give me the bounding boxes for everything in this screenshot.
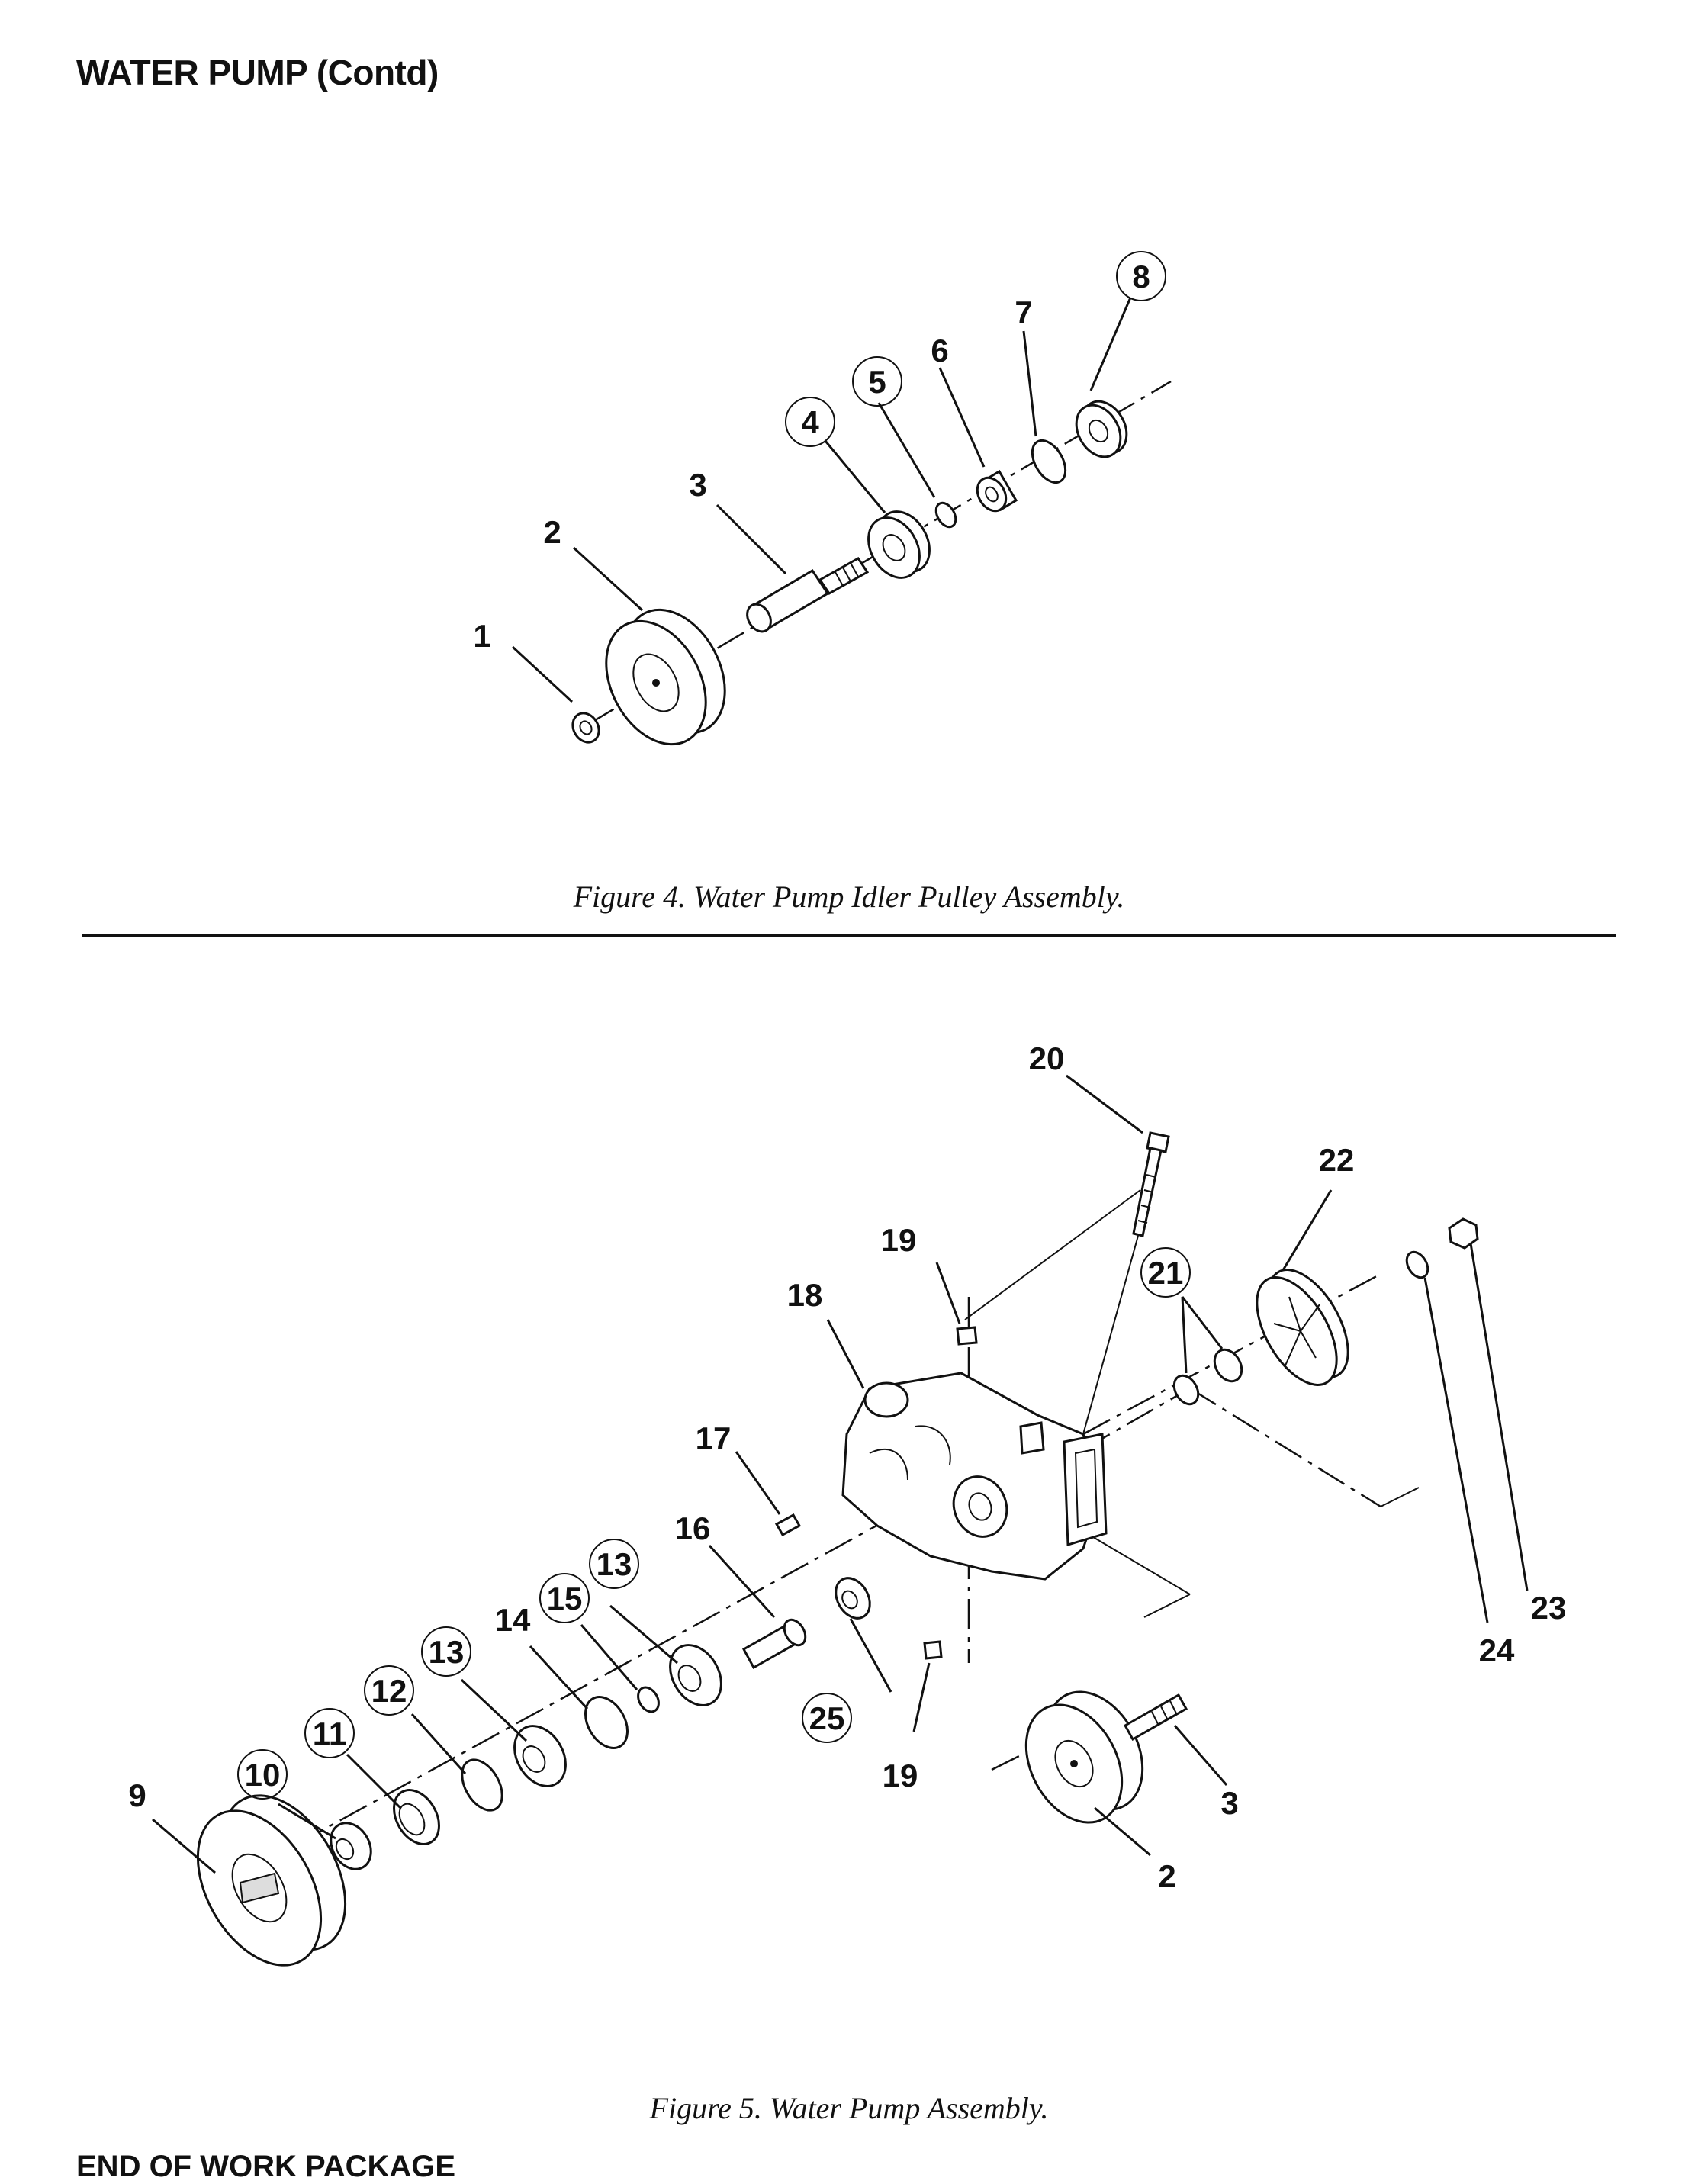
callout-6: 6 bbox=[931, 333, 948, 368]
callout-20: 20 bbox=[1029, 1041, 1065, 1076]
callout-10: 10 bbox=[245, 1757, 281, 1793]
callout-4: 4 bbox=[801, 404, 819, 440]
callout-22: 22 bbox=[1319, 1142, 1355, 1178]
part-5-washer bbox=[934, 501, 957, 529]
part-9-drive-pulley bbox=[196, 1794, 347, 1967]
page-title: WATER PUMP (Contd) bbox=[76, 53, 439, 92]
part-23-nut bbox=[1448, 1217, 1479, 1250]
part-11-seal bbox=[393, 1789, 440, 1845]
callout-12: 12 bbox=[371, 1673, 407, 1709]
part-21-washer-a bbox=[1172, 1374, 1200, 1406]
callout-5: 5 bbox=[868, 364, 886, 400]
figure-4-caption: Figure 4. Water Pump Idler Pulley Assemb… bbox=[573, 880, 1125, 914]
callout-24: 24 bbox=[1479, 1632, 1515, 1668]
part-22-impeller bbox=[1256, 1269, 1349, 1386]
callout-18: 18 bbox=[787, 1277, 823, 1313]
part-2-pulley bbox=[1024, 1690, 1144, 1824]
part-19-set-screw-bottom bbox=[923, 1640, 943, 1660]
callout-2: 2 bbox=[1158, 1858, 1175, 1894]
part-14-ring bbox=[584, 1696, 629, 1749]
part-19-set-screw-top bbox=[956, 1326, 978, 1346]
callout-19-bottom: 19 bbox=[883, 1758, 918, 1793]
part-20-bolt bbox=[1132, 1131, 1170, 1237]
part-25-seal bbox=[835, 1577, 871, 1620]
part-8-seal bbox=[1075, 400, 1128, 458]
part-18-pump-housing bbox=[841, 1372, 1108, 1581]
callout-17: 17 bbox=[696, 1420, 732, 1456]
part-4-bearing bbox=[867, 510, 931, 579]
part-3-shaft bbox=[746, 557, 870, 633]
figure-4-illustration: 1 2 3 4 5 6 7 8 bbox=[473, 251, 1172, 746]
callout-13-second: 13 bbox=[597, 1546, 632, 1582]
callout-11: 11 bbox=[313, 1716, 346, 1751]
part-16-shaft bbox=[741, 1618, 807, 1670]
callout-1: 1 bbox=[473, 618, 490, 654]
figure-5-caption: Figure 5. Water Pump Assembly. bbox=[649, 2091, 1049, 2125]
part-1-nut bbox=[571, 712, 600, 744]
part-24-washer bbox=[1405, 1250, 1429, 1279]
callout-3: 3 bbox=[689, 467, 706, 503]
callout-16: 16 bbox=[675, 1510, 711, 1546]
figure-5-illustration: 9 10 11 12 13 14 15 13 16 17 18 19 25 19… bbox=[128, 1041, 1567, 1967]
callout-25: 25 bbox=[809, 1700, 845, 1736]
callout-15: 15 bbox=[547, 1581, 583, 1616]
part-6-spacer bbox=[976, 469, 1018, 513]
callout-21: 21 bbox=[1148, 1255, 1184, 1291]
callout-3: 3 bbox=[1220, 1785, 1238, 1821]
part-17-plug bbox=[774, 1513, 802, 1537]
part-13-bearing-second bbox=[669, 1644, 722, 1706]
callout-19-top: 19 bbox=[881, 1222, 917, 1258]
callout-2: 2 bbox=[543, 514, 561, 550]
part-2-pulley bbox=[605, 608, 726, 746]
part-15-washer bbox=[637, 1686, 660, 1713]
callout-7: 7 bbox=[1015, 294, 1032, 330]
end-of-work-package: END OF WORK PACKAGE bbox=[76, 2150, 456, 2183]
part-3-shaft bbox=[1123, 1693, 1188, 1742]
callout-8: 8 bbox=[1132, 259, 1150, 294]
section-divider bbox=[82, 934, 1616, 937]
part-7-snap-ring bbox=[1031, 439, 1067, 484]
part-21-washer-b bbox=[1213, 1348, 1243, 1383]
part-10-spacer bbox=[330, 1822, 372, 1870]
part-13-bearing bbox=[513, 1725, 567, 1787]
callout-14: 14 bbox=[495, 1602, 531, 1638]
part-12-snap-ring bbox=[461, 1758, 503, 1812]
callout-23: 23 bbox=[1531, 1590, 1567, 1626]
callout-9: 9 bbox=[128, 1777, 146, 1813]
callout-13: 13 bbox=[429, 1634, 465, 1670]
